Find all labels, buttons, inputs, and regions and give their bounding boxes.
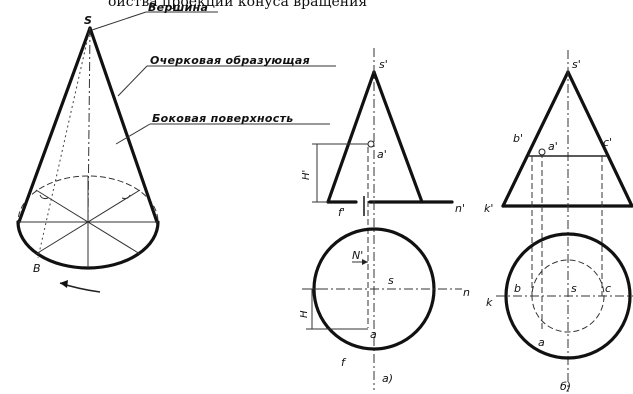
a-height-plan-label: H <box>299 310 310 318</box>
b-front-point-marker <box>538 148 546 156</box>
a-apex-front-label: s' <box>379 58 388 71</box>
view-a: s' a' f' n' H' N' s n a f H а) <box>299 48 470 390</box>
a-caption: а) <box>382 372 393 385</box>
isometric-cone: S В <box>16 14 160 293</box>
b-point-c-front-label: c' <box>603 136 612 149</box>
iso-right-generatrix <box>88 26 159 224</box>
b-point-c-plan-label: c <box>605 282 611 295</box>
b-center-label: s <box>571 282 577 295</box>
a-center-label: s <box>388 274 394 287</box>
b-caption: б) <box>560 380 571 393</box>
callout-outline-generatrix: Очерковая образующая <box>150 54 310 67</box>
a-right-front-label: n' <box>455 202 465 215</box>
iso-angle-tick-right <box>121 194 131 200</box>
b-apex-front-label: s' <box>572 58 581 71</box>
callout-lateral-surface: Боковая поверхность <box>152 112 294 125</box>
a-front-right-edge <box>372 70 424 204</box>
a-height-front-label: H' <box>301 170 312 180</box>
b-left-front-label: k' <box>484 202 493 215</box>
b-point-b-plan-label: b <box>514 282 521 295</box>
iso-inner-generatrix <box>37 27 91 259</box>
b-point-a-front-label: a' <box>548 140 558 153</box>
a-radius-arrow-icon <box>362 259 368 265</box>
callout-leader-apex <box>91 11 147 31</box>
b-left-plan-label: k <box>486 296 493 309</box>
top-partial-heading: ойства проекций конуса вращения <box>108 0 367 10</box>
iso-base-point-label: В <box>33 262 41 275</box>
iso-left-generatrix <box>17 26 92 224</box>
a-point-plan-label: a <box>370 328 377 341</box>
callout-leader-outline <box>117 65 148 97</box>
a-point-front-label: a' <box>377 148 387 161</box>
callout-leader-lateral <box>115 123 151 145</box>
b-front-left-edge <box>501 70 570 208</box>
a-left-front-label: f' <box>338 206 345 219</box>
callouts: Вершина Очерковая образующая Боковая пов… <box>91 1 336 145</box>
rotation-arrowhead-icon <box>60 280 68 288</box>
b-point-b-front-label: b' <box>513 132 523 145</box>
a-front-point-marker <box>367 140 375 148</box>
view-b: s' a' b' c' k' k b s c a б) <box>484 50 633 393</box>
a-left-plan-label: f <box>341 356 347 369</box>
callout-apex: Вершина <box>148 1 208 14</box>
iso-angle-tick-left <box>39 194 49 200</box>
b-point-a-plan-label: a <box>538 336 545 349</box>
a-right-plan-label: n <box>463 286 470 299</box>
iso-apex-label: S <box>84 14 92 27</box>
a-radius-label: N' <box>352 249 363 262</box>
b-front-right-edge <box>566 70 633 208</box>
b-plan-circle <box>504 232 632 360</box>
a-front-left-edge <box>326 70 376 204</box>
